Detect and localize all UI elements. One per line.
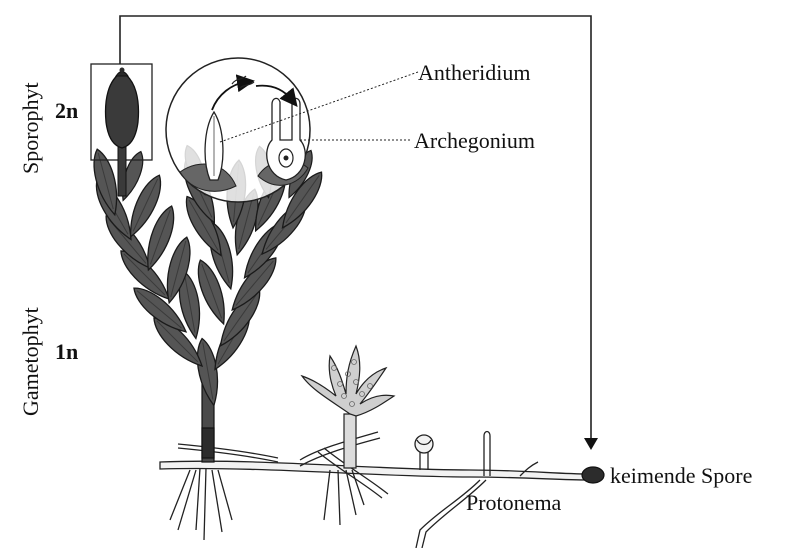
protonema-bud — [302, 346, 394, 468]
antheridium-label: Antheridium — [418, 60, 530, 85]
magnified-apex-circle — [166, 58, 310, 202]
archegonium-label: Archegonium — [414, 128, 535, 153]
germinating-spore — [582, 467, 604, 483]
sporophyt-label: Sporophyt — [18, 82, 43, 174]
ploidy-2n-label: 2n — [55, 98, 78, 123]
gametophyt-label: Gametophyt — [18, 307, 43, 416]
ploidy-1n-label: 1n — [55, 339, 78, 364]
protonema-label: Protonema — [466, 490, 562, 515]
spore-label: keimende Spore — [610, 463, 752, 488]
capsule — [106, 72, 139, 148]
seta — [118, 146, 126, 196]
